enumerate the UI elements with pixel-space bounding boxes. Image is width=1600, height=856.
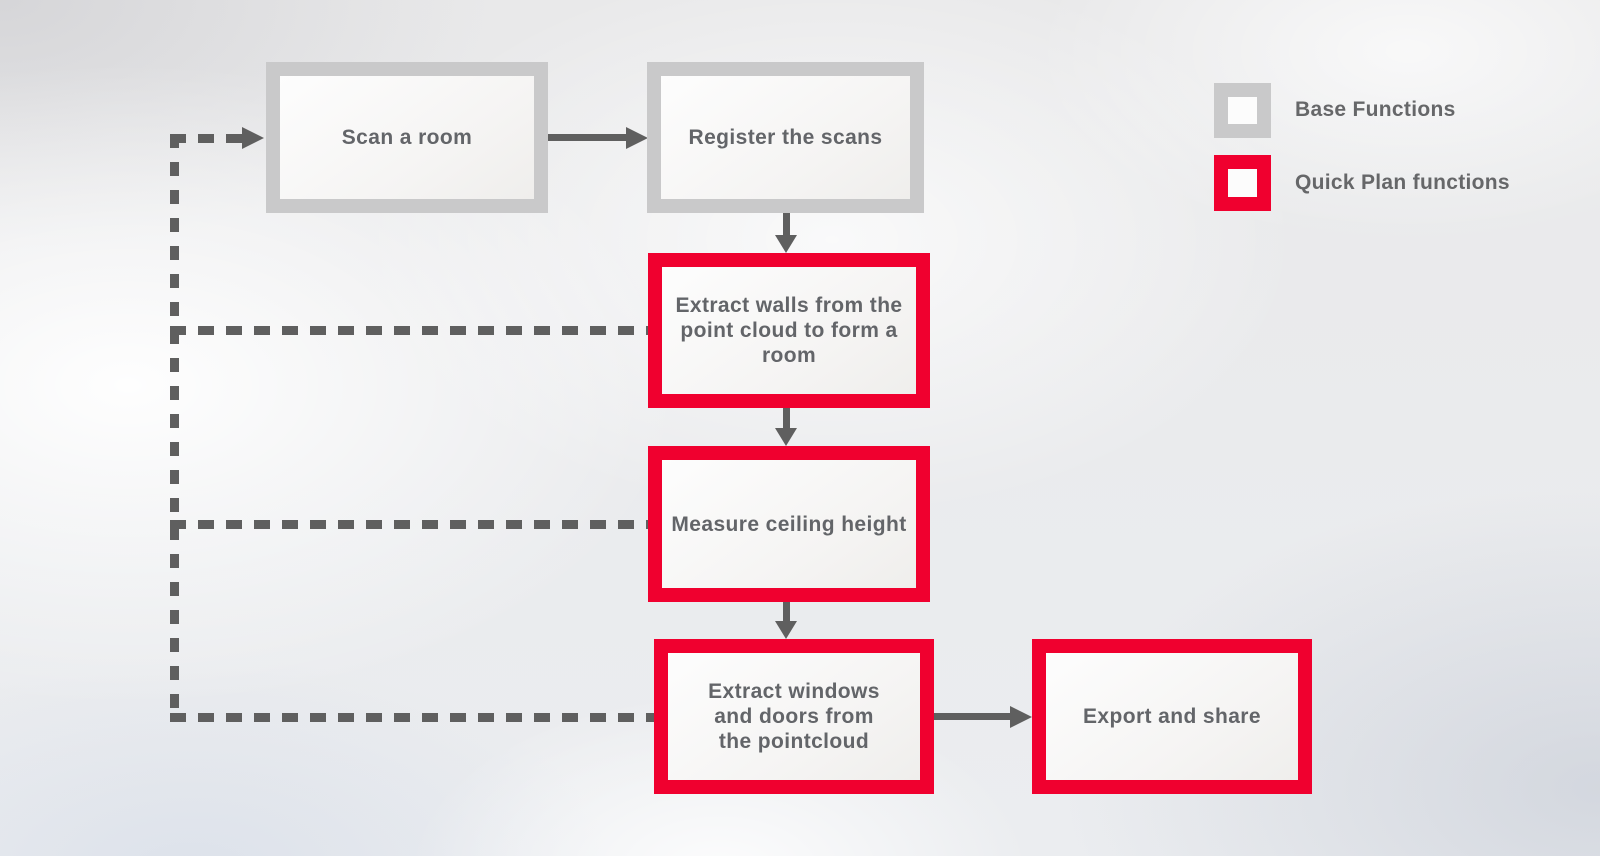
arrow-register-to-extract-walls-shaft bbox=[783, 213, 790, 237]
arrow-scan-to-register-shaft bbox=[548, 134, 626, 141]
dashed-branch-from-extract-walls bbox=[170, 326, 648, 335]
dashed-branch-from-measure-ceiling bbox=[170, 520, 648, 529]
node-register-the-scans: Register the scans bbox=[647, 62, 924, 213]
legend-label-quick-plan-functions: Quick Plan functions bbox=[1295, 171, 1510, 194]
legend-swatch-base-functions bbox=[1214, 83, 1271, 138]
arrow-extract-walls-to-measure-shaft bbox=[783, 408, 790, 430]
dashed-branch-to-scan-a-room bbox=[170, 134, 242, 143]
dashed-branch-from-extract-windows bbox=[170, 713, 654, 722]
node-export-and-share: Export and share bbox=[1032, 639, 1312, 794]
node-extract-windows-and-doors: Extract windows and doors from the point… bbox=[654, 639, 934, 794]
dashed-feedback-vertical-line bbox=[170, 134, 179, 722]
arrow-measure-to-extract-windows-head bbox=[775, 621, 797, 639]
node-scan-a-room: Scan a room bbox=[266, 62, 548, 213]
dashed-arrowhead-into-scan-a-room bbox=[242, 127, 264, 149]
legend-label-base-functions: Base Functions bbox=[1295, 98, 1456, 121]
arrow-extract-windows-to-export-head bbox=[1010, 706, 1032, 728]
arrow-measure-to-extract-windows-shaft bbox=[783, 602, 790, 623]
node-extract-walls: Extract walls from the point cloud to fo… bbox=[648, 253, 930, 408]
node-measure-ceiling-height: Measure ceiling height bbox=[648, 446, 930, 602]
arrow-extract-windows-to-export-shaft bbox=[933, 713, 1010, 720]
legend-swatch-quick-plan-functions bbox=[1214, 155, 1271, 211]
arrow-register-to-extract-walls-head bbox=[775, 235, 797, 253]
arrow-extract-walls-to-measure-head bbox=[775, 428, 797, 446]
arrow-scan-to-register-head bbox=[626, 127, 648, 149]
